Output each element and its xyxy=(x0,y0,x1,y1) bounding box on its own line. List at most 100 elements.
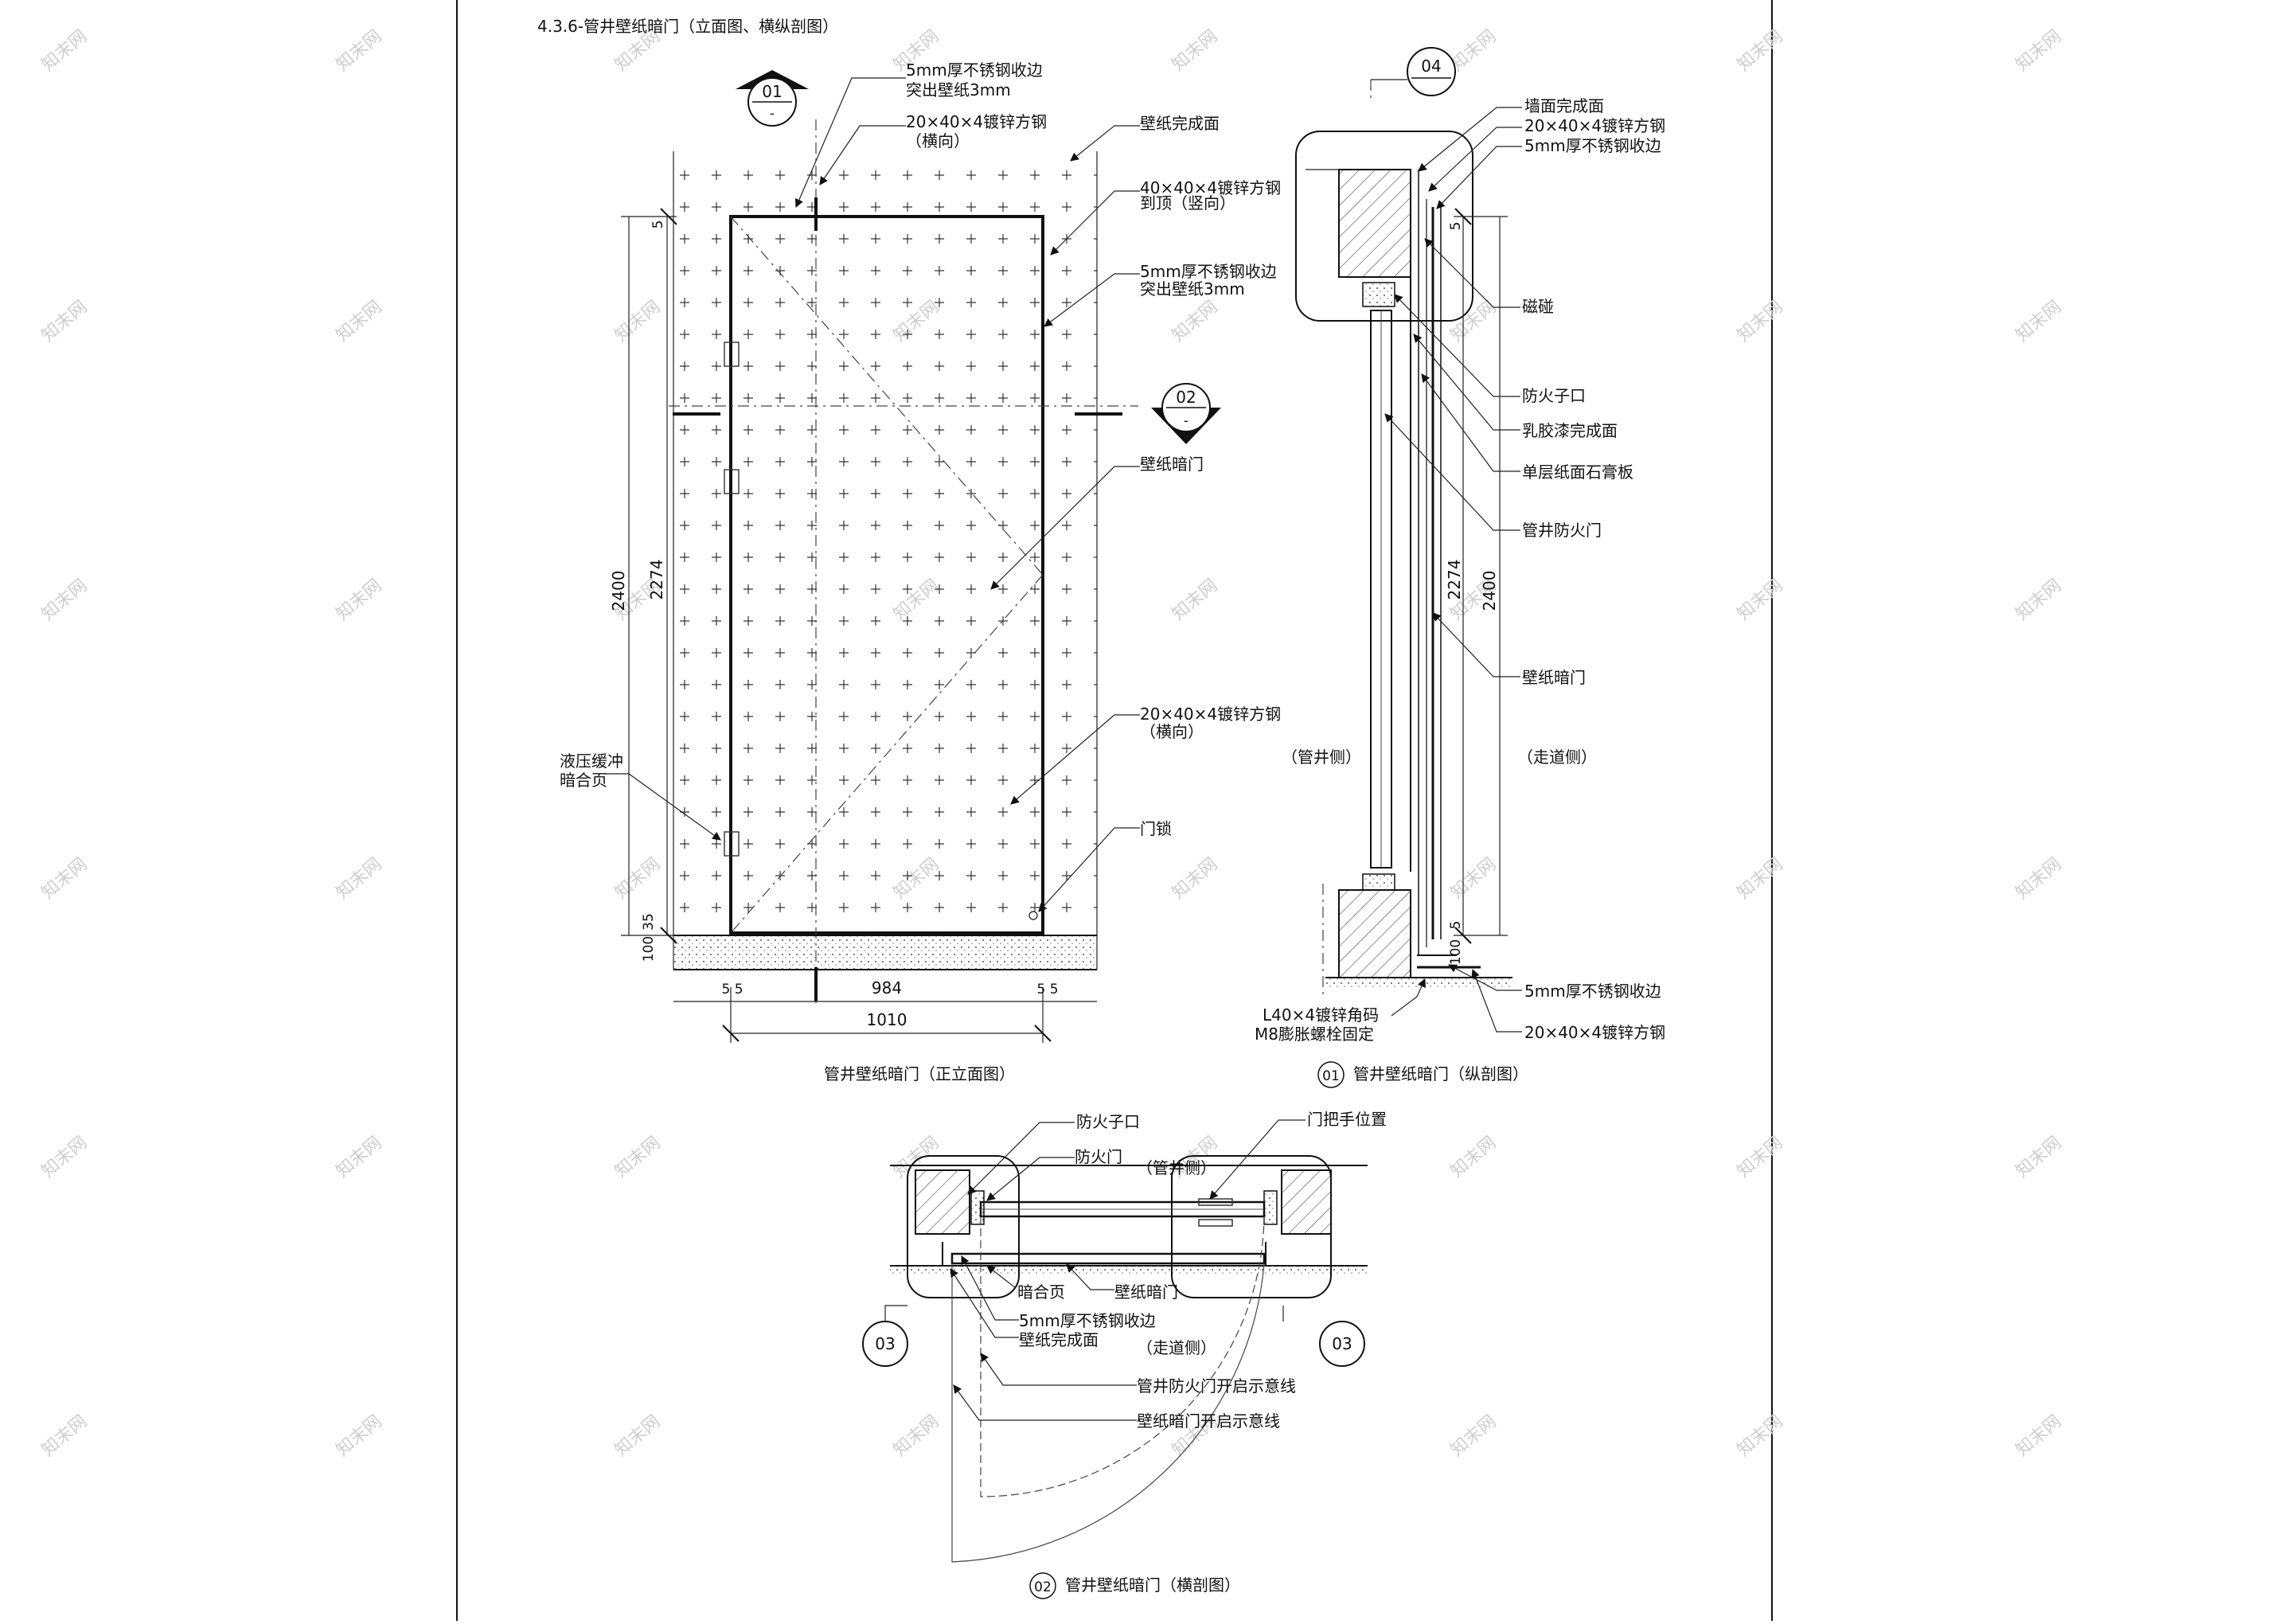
svg-text:5mm厚不锈钢收边: 5mm厚不锈钢收边 xyxy=(1524,982,1661,1001)
watermark-text: 知末网 xyxy=(1734,1133,1787,1182)
watermark-text: 知末网 xyxy=(38,26,92,76)
svg-text:门锁: 门锁 xyxy=(1140,819,1172,838)
svg-text:突出壁纸3mm: 突出壁纸3mm xyxy=(906,80,1011,100)
svg-text:03: 03 xyxy=(875,1334,895,1353)
watermark-text: 知末网 xyxy=(1734,26,1787,76)
svg-text:M8膨胀螺栓固定: M8膨胀螺栓固定 xyxy=(1255,1025,1374,1044)
svg-text:壁纸暗门: 壁纸暗门 xyxy=(1140,455,1204,474)
watermark-text: 知末网 xyxy=(611,854,665,904)
svg-text:2274: 2274 xyxy=(647,560,666,600)
watermark-text: 知末网 xyxy=(333,576,386,625)
watermark-text: 知末网 xyxy=(38,1133,92,1182)
svg-text:壁纸完成面: 壁纸完成面 xyxy=(1140,114,1220,133)
horizontal-callouts: 防火子口 防火门 门把手位置 （管井侧） 暗合页 壁纸暗门 5mm厚不锈钢收边 … xyxy=(950,1110,1387,1431)
svg-text:门把手位置: 门把手位置 xyxy=(1307,1110,1387,1129)
svg-text:100: 100 xyxy=(1448,939,1464,965)
svg-text:2400: 2400 xyxy=(1480,571,1499,611)
svg-text:单层纸面石膏板: 单层纸面石膏板 xyxy=(1522,463,1633,482)
watermark-text: 知末网 xyxy=(611,297,665,346)
svg-text:-: - xyxy=(770,106,775,122)
caption-mark-01 xyxy=(1317,1061,1345,1088)
detail-mark-03-right xyxy=(1319,1321,1365,1367)
watermark-text: 知末网 xyxy=(2012,576,2066,625)
vertical-section-drawing: 04 2274 2400 5 100 5 xyxy=(1255,47,1665,1088)
watermark-text: 知末网 xyxy=(38,854,92,904)
svg-text:5: 5 xyxy=(1448,921,1464,930)
vertical-callouts: 墙面完成面 20×40×4镀锌方钢 5mm厚不锈钢收边 磁碰 防火子口 乳胶漆完… xyxy=(1255,96,1665,1044)
svg-text:壁纸完成面: 壁纸完成面 xyxy=(1019,1330,1099,1349)
watermark-text: 知末网 xyxy=(38,297,92,346)
svg-text:（管井侧）: （管井侧） xyxy=(1282,748,1361,767)
hinge-bottom xyxy=(724,831,740,857)
watermark-text: 知末网 xyxy=(1169,854,1222,904)
watermark-text: 知末网 xyxy=(333,1411,386,1461)
watermark-text: 知末网 xyxy=(1447,1411,1501,1461)
svg-text:磁碰: 磁碰 xyxy=(1522,297,1554,316)
svg-text:40×40×4镀锌方钢: 40×40×4镀锌方钢 xyxy=(1140,178,1281,197)
svg-text:20×40×4镀锌方钢: 20×40×4镀锌方钢 xyxy=(906,112,1047,131)
svg-text:壁纸暗门: 壁纸暗门 xyxy=(1114,1282,1178,1302)
svg-text:5 5: 5 5 xyxy=(1036,982,1058,997)
watermark-text: 知末网 xyxy=(1734,297,1787,346)
watermark-text: 知末网 xyxy=(1734,576,1787,625)
watermark-text: 知末网 xyxy=(1734,854,1787,904)
svg-text:防火门: 防火门 xyxy=(1075,1147,1122,1166)
svg-text:02: 02 xyxy=(1034,1579,1052,1595)
sheet-title: 4.3.6-管井壁纸暗门（立面图、横纵剖图） xyxy=(537,17,838,36)
svg-text:04: 04 xyxy=(1421,57,1441,76)
svg-text:5mm厚不锈钢收边: 5mm厚不锈钢收边 xyxy=(1140,262,1277,281)
watermark-text: 知末网 xyxy=(1169,26,1222,76)
watermark-text: 知末网 xyxy=(2012,854,2066,904)
svg-text:防火子口: 防火子口 xyxy=(1076,1112,1140,1131)
watermark-text: 知末网 xyxy=(333,854,386,904)
svg-text:-: - xyxy=(1184,413,1188,429)
svg-text:管井防火门: 管井防火门 xyxy=(1522,521,1602,540)
svg-text:（管井侧）: （管井侧） xyxy=(1137,1158,1216,1177)
watermark-text: 知末网 xyxy=(333,26,386,76)
watermark-text: 知末网 xyxy=(333,1133,386,1182)
section-mark-02: 02 - xyxy=(1151,383,1221,444)
svg-text:35: 35 xyxy=(641,913,657,931)
watermark-text: 知末网 xyxy=(1447,297,1501,346)
wallpaper-field xyxy=(673,151,1097,935)
svg-text:1010: 1010 xyxy=(867,1010,907,1029)
wallpaper-door-section xyxy=(950,1252,1266,1265)
elevation-callouts: 5mm厚不锈钢收边 突出壁纸3mm 20×40×4镀锌方钢 （横向） 壁纸完成面… xyxy=(560,61,1281,912)
watermark-text: 知末网 xyxy=(38,1411,92,1461)
svg-text:L40×4镀锌角码: L40×4镀锌角码 xyxy=(1263,1005,1379,1025)
svg-text:壁纸暗门: 壁纸暗门 xyxy=(1522,668,1586,687)
svg-text:突出壁纸3mm: 突出壁纸3mm xyxy=(1140,279,1245,299)
svg-text:5 5: 5 5 xyxy=(721,982,743,997)
hinge-top xyxy=(724,342,740,367)
svg-text:5mm厚不锈钢收边: 5mm厚不锈钢收边 xyxy=(1524,136,1661,155)
svg-text:液压缓冲: 液压缓冲 xyxy=(560,751,623,771)
svg-text:5mm厚不锈钢收边: 5mm厚不锈钢收边 xyxy=(1019,1311,1156,1330)
svg-text:5mm厚不锈钢收边: 5mm厚不锈钢收边 xyxy=(906,61,1043,80)
detail-mark-04 xyxy=(1407,47,1456,96)
svg-text:（走道侧）: （走道侧） xyxy=(1517,748,1597,767)
svg-text:01: 01 xyxy=(1322,1068,1340,1084)
watermark-text: 知末网 xyxy=(611,1411,665,1461)
hinge-middle xyxy=(724,469,740,494)
watermark-text: 知末网 xyxy=(2012,297,2066,346)
svg-text:暗合页: 暗合页 xyxy=(560,771,607,790)
watermark-text: 知末网 xyxy=(1447,1133,1501,1182)
svg-text:暗合页: 暗合页 xyxy=(1017,1282,1065,1302)
lintel-concrete xyxy=(1338,169,1411,278)
watermark-text: 知末网 xyxy=(890,1411,943,1461)
watermark-text: 知末网 xyxy=(611,1133,665,1182)
svg-text:乳胶漆完成面: 乳胶漆完成面 xyxy=(1522,421,1618,440)
watermark-text: 知末网 xyxy=(2012,26,2066,76)
door-handle xyxy=(1198,1198,1233,1227)
horizontal-section-caption: 管井壁纸暗门（横剖图） xyxy=(1065,1575,1240,1595)
svg-text:壁纸暗门开启示意线: 壁纸暗门开启示意线 xyxy=(1137,1411,1280,1431)
svg-text:01: 01 xyxy=(762,82,782,101)
elevation-caption: 管井壁纸暗门（正立面图） xyxy=(824,1064,1015,1083)
sill-concrete xyxy=(1338,889,1411,978)
watermark-text: 知末网 xyxy=(1734,1411,1787,1461)
svg-text:984: 984 xyxy=(872,978,902,997)
svg-text:20×40×4镀锌方钢: 20×40×4镀锌方钢 xyxy=(1140,705,1281,724)
svg-text:100: 100 xyxy=(641,936,657,962)
